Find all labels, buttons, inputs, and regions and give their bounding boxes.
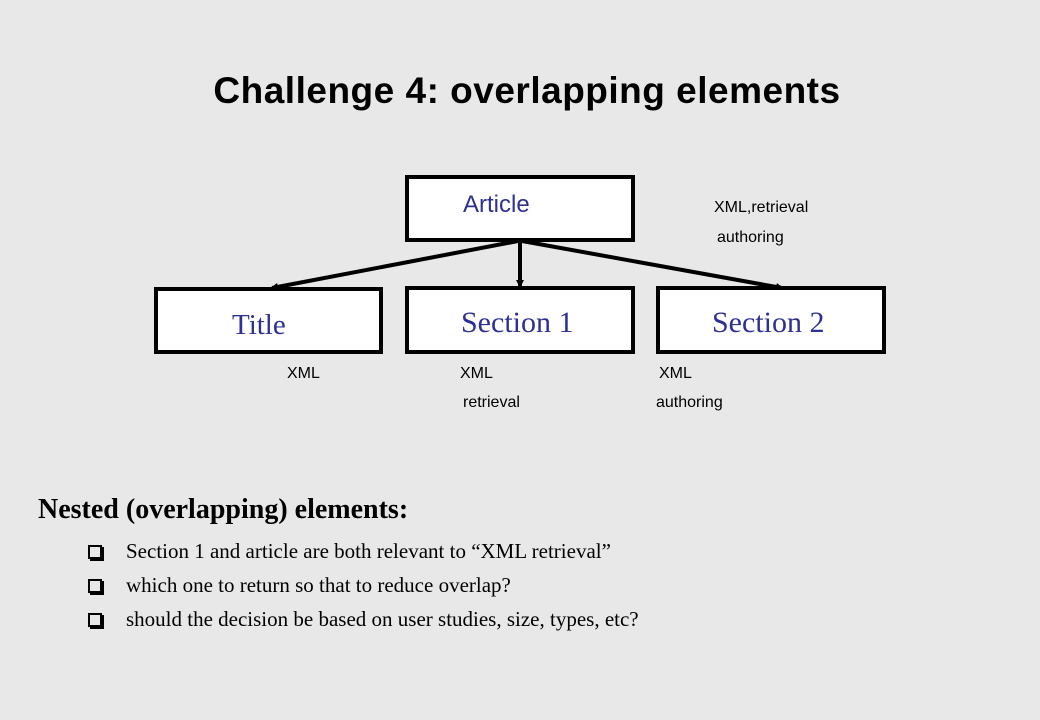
bullet-item: which one to return so that to reduce ov… [88, 570, 639, 604]
article-note-1: XML,retrieval [714, 199, 809, 216]
section-1-note-2: retrieval [463, 394, 520, 411]
article-node: Article [405, 175, 635, 242]
slide-title: Challenge 4: overlapping elements [213, 70, 841, 111]
hollow-square-bullet-icon [88, 545, 102, 559]
bullet-text: which one to return so that to reduce ov… [126, 573, 511, 597]
title-note-1: XML [287, 365, 320, 382]
article-note-2: authoring [717, 229, 784, 246]
discussion-bullet-list: Section 1 and article are both relevant … [88, 536, 639, 638]
bullet-item: Section 1 and article are both relevant … [88, 536, 639, 570]
hollow-square-bullet-icon [88, 579, 102, 593]
edge-article-title [270, 239, 519, 291]
section-2-node: Section 2 [656, 286, 886, 354]
bullet-item: should the decision be based on user stu… [88, 604, 639, 638]
article-node-label: Article [463, 191, 530, 218]
section-2-note-2: authoring [656, 394, 723, 411]
section-2-note-1: XML [659, 365, 692, 382]
bullet-text: should the decision be based on user stu… [126, 607, 639, 631]
title-node: Title [154, 287, 383, 354]
bullet-text: Section 1 and article are both relevant … [126, 539, 611, 563]
hollow-square-bullet-icon [88, 613, 102, 627]
title-node-label: Title [232, 309, 286, 341]
section-1-node-label: Section 1 [461, 306, 574, 339]
section-1-note-1: XML [460, 365, 493, 382]
discussion-heading: Nested (overlapping) elements: [38, 494, 409, 525]
edge-article-section-2 [521, 239, 784, 291]
section-1-node: Section 1 [405, 286, 635, 354]
section-2-node-label: Section 2 [712, 306, 825, 339]
